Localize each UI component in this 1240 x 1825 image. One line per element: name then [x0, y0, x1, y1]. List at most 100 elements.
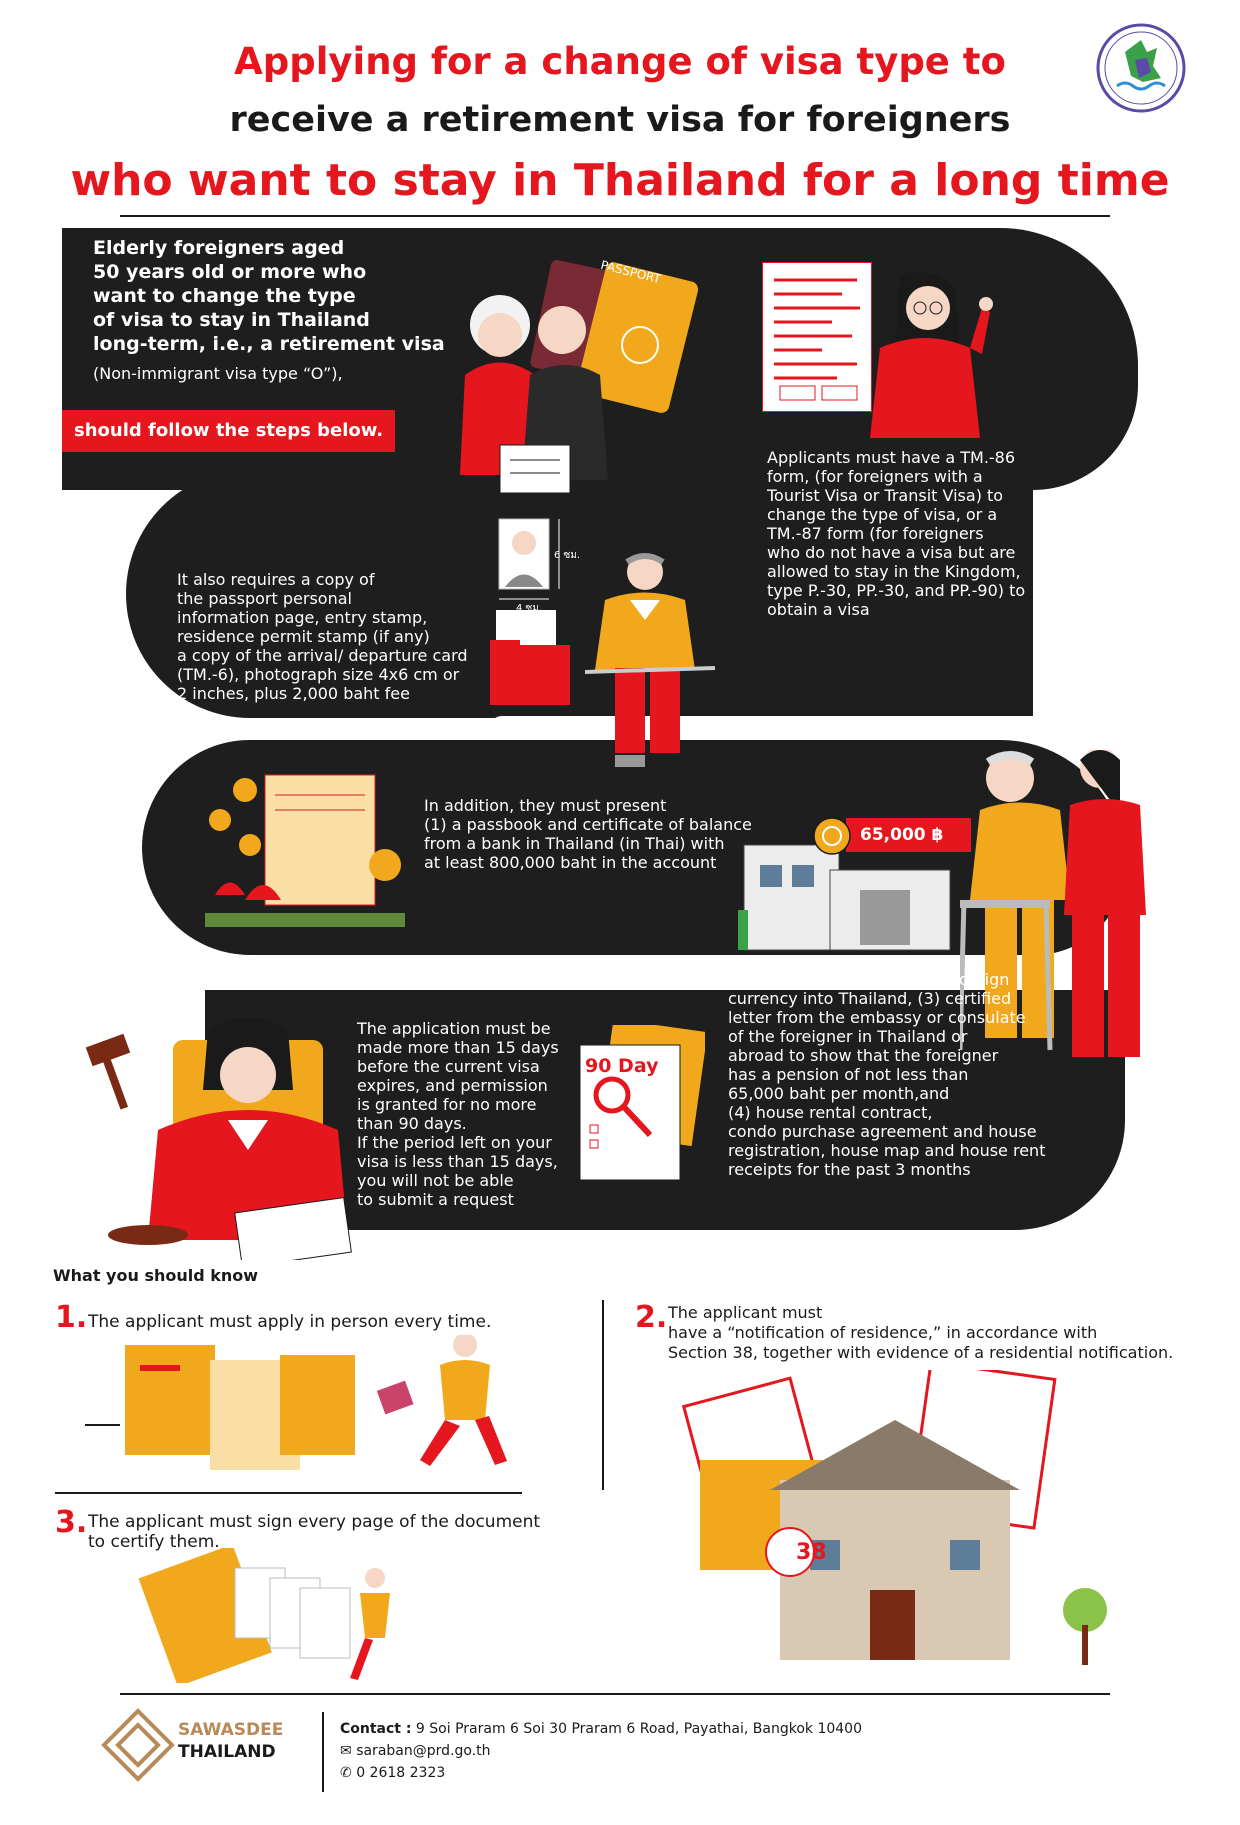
step-form-line: who do not have a visa but are [767, 543, 1016, 562]
know-item-3-text: The applicant must sign every page of th… [88, 1512, 540, 1552]
step-evidence-line: of the foreigner in Thailand or [728, 1027, 968, 1046]
know-item-1-number: 1. [55, 1300, 88, 1335]
step-timing-line: to submit a request [357, 1190, 514, 1209]
step-timing-line: made more than 15 days [357, 1038, 559, 1057]
step-timing-line: expires, and permission [357, 1076, 548, 1095]
envelope-icon: ✉ [340, 1743, 352, 1759]
footer-email-row: ✉ saraban@prd.go.th [340, 1743, 491, 1759]
coin-icon [813, 817, 851, 855]
brand-name-line-1: SAWASDEE [178, 1720, 284, 1740]
know-item-3-line: The applicant must sign every page of th… [88, 1512, 541, 1532]
step-evidence-line: has a pension of not less than [728, 1065, 969, 1084]
step-form-line: allowed to stay in the Kingdom, [767, 562, 1021, 581]
step-timing-line: is granted for no more [357, 1095, 537, 1114]
know-item-2-number: 2. [635, 1300, 668, 1335]
step-docs-line: information page, entry stamp, [177, 608, 428, 627]
step-form-line: type P.-30, PP.-30, and PP.-90) to [767, 581, 1026, 600]
intro-cta-banner: should follow the steps below. [62, 410, 396, 452]
elderly-couple-illustration [460, 260, 699, 494]
know-divider-left [55, 1492, 522, 1494]
step-bank-line: (1) a passbook and certificate of balanc… [424, 815, 752, 834]
step-evidence-line: currency into Thailand, (3) certified [728, 989, 1012, 1008]
tm86-form-illustration [762, 262, 872, 412]
intro-heading: Elderly foreigners aged 50 years old or … [93, 236, 445, 356]
contact-email[interactable]: saraban@prd.go.th [356, 1743, 491, 1759]
phone-icon: ✆ [340, 1765, 352, 1781]
footer-vertical-divider [322, 1712, 324, 1792]
intro-line: of visa to stay in Thailand [93, 309, 370, 331]
sawasdee-thailand-logo [101, 1708, 175, 1782]
prd-seal-logo [1096, 23, 1186, 113]
know-heading: What you should know [53, 1266, 259, 1285]
step-docs-line: residence permit stamp (if any) [177, 627, 430, 646]
intro-line: long-term, i.e., a retirement visa [93, 333, 445, 355]
step-timing-line: visa is less than 15 days, [357, 1152, 558, 1171]
passbook-coins-illustration [205, 774, 405, 927]
footer-contact: Contact : 9 Soi Praram 6 Soi 30 Praram 6… [340, 1721, 862, 1737]
step-evidence-line: letter from the embassy or consulate [728, 1008, 1026, 1027]
woman-ok-gesture-illustration [870, 272, 993, 438]
footer-divider [120, 1693, 1110, 1695]
walker-nurse-illustration [960, 750, 1146, 1057]
step-bank-text: In addition, they must present (1) a pas… [424, 796, 752, 872]
intro-line: want to change the type [93, 285, 356, 307]
know-item-2-text: The applicant must have a “notification … [668, 1303, 1173, 1363]
step-timing-line: before the current visa [357, 1057, 540, 1076]
passport-photo-illustration [498, 518, 560, 600]
apply-in-person-illustration [85, 1335, 507, 1470]
know-item-2-line: have a “notification of residence,” in a… [668, 1323, 1098, 1342]
notification-of-residence-illustration [681, 1370, 1107, 1665]
sign-documents-illustration [138, 1548, 390, 1683]
photo-height-label: 6 ซม. [554, 550, 581, 561]
know-item-1-text: The applicant must apply in person every… [88, 1312, 492, 1332]
step-evidence-line: abroad to show that the foreigner [728, 1046, 999, 1065]
step-evidence-text: (2) evidence of transferring foreign cur… [728, 970, 1045, 1179]
brand-name-line-2: THAILAND [178, 1742, 276, 1762]
step-evidence-line: condo purchase agreement and house [728, 1122, 1037, 1141]
houses-illustration [738, 844, 951, 951]
contact-address: 9 Soi Praram 6 Soi 30 Praram 6 Road, Pay… [415, 1721, 862, 1737]
seated-elderly-man-illustration [585, 553, 715, 767]
step-form-line: change the type of visa, or a [767, 505, 998, 524]
step-docs-line: the passport personal [177, 589, 352, 608]
step-docs-line: It also requires a copy of [177, 570, 375, 589]
step-docs-line: 2 inches, plus 2,000 baht fee [177, 684, 410, 703]
title-divider [120, 215, 1110, 217]
contact-label: Contact : [340, 1721, 412, 1737]
step-bank-line: from a bank in Thailand (in Thai) with [424, 834, 725, 853]
step-form-line: Applicants must have a TM.-86 [767, 448, 1016, 467]
red-folder-illustration [490, 610, 570, 705]
step-timing-line: The application must be [357, 1019, 551, 1038]
90-day-document-illustration [579, 1025, 705, 1181]
section-38-badge: 38 [796, 1540, 827, 1565]
step-form-line: Tourist Visa or Transit Visa) to [767, 486, 1004, 505]
contact-phone[interactable]: 0 2618 2323 [356, 1765, 446, 1781]
step-timing-text: The application must be made more than 1… [357, 1019, 559, 1209]
know-item-3-number: 3. [55, 1505, 88, 1540]
step-form-text: Applicants must have a TM.-86 form, (for… [767, 448, 1025, 619]
step-form-line: obtain a visa [767, 600, 870, 619]
step-docs-line: a copy of the arrival/ departure card [177, 646, 468, 665]
footer-phone-row: ✆ 0 2618 2323 [340, 1765, 445, 1781]
title-line-2: receive a retirement visa for foreigners [229, 100, 1011, 140]
intro-line: Elderly foreigners aged [93, 237, 345, 259]
step-evidence-line: 65,000 baht per month,and [728, 1084, 950, 1103]
step-evidence-line: (2) evidence of transferring foreign [728, 970, 1010, 989]
step-bank-line: at least 800,000 baht in the account [424, 853, 717, 872]
intro-line: 50 years old or more who [93, 261, 367, 283]
step-evidence-line: registration, house map and house rent [728, 1141, 1046, 1160]
step-timing-line: If the period left on your [357, 1133, 552, 1152]
step-form-line: form, (for foreigners with a [767, 467, 983, 486]
step-timing-line: you will not be able [357, 1171, 514, 1190]
step-evidence-line: (4) house rental contract, [728, 1103, 933, 1122]
step-docs-line: (TM.-6), photograph size 4x6 cm or [177, 665, 460, 684]
pension-amount-badge: 65,000 ฿ [846, 818, 972, 852]
title-line-1: Applying for a change of visa type to [234, 40, 1006, 83]
90-day-badge: 90 Day [585, 1055, 659, 1077]
step-bank-line: In addition, they must present [424, 796, 667, 815]
step-form-line: TM.-87 form (for foreigners [767, 524, 984, 543]
intro-visa-note: (Non-immigrant visa type “O”), [93, 364, 343, 383]
step-evidence-line: receipts for the past 3 months [728, 1160, 971, 1179]
know-divider-vertical [602, 1300, 604, 1490]
know-item-2-line: The applicant must [668, 1303, 823, 1322]
